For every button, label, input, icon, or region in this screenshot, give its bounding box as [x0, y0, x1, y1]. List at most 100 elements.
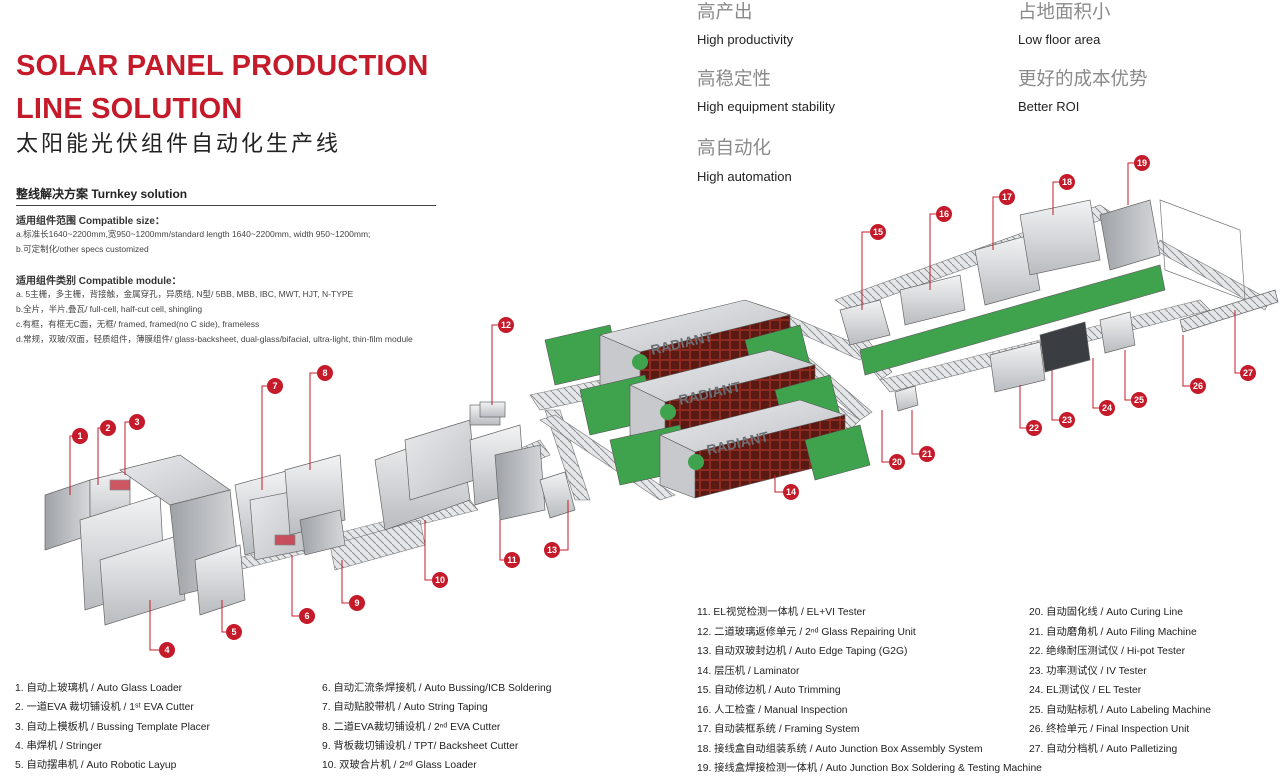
- callout-7: 7: [267, 378, 283, 394]
- radiant-logo-mark-2: [660, 404, 676, 420]
- feature-2-en: Low floor area: [1018, 32, 1101, 47]
- svg-text:17: 17: [1002, 192, 1012, 202]
- legend-item-14: 14. 层压机 / Laminator: [697, 666, 800, 677]
- legend-item-13: 13. 自动双玻封边机 / Auto Edge Taping (G2G): [697, 646, 908, 657]
- legend-item-12: 12. 二道玻璃返修单元 / 2ⁿᵈ Glass Repairing Unit: [697, 627, 916, 638]
- svg-text:27: 27: [1243, 368, 1253, 378]
- callout-20: 20: [889, 454, 905, 470]
- compatible-module-heading: 适用组件类别 Compatible module：: [16, 276, 182, 287]
- compatible-module-c: c.有框，有框无C面，无框/ framed, framed(no C side)…: [16, 319, 260, 329]
- callout-14: 14: [783, 484, 799, 500]
- radiant-logo-mark-1: [632, 354, 648, 370]
- legend-item-11: 11. EL视觉检测一体机 / EL+VI Tester: [697, 607, 866, 618]
- legend-item-26: 26. 终检单元 / Final Inspection Unit: [1029, 724, 1190, 735]
- compatible-size-b: b.可定制化/other specs customized: [16, 244, 149, 254]
- callout-12: 12: [498, 317, 514, 333]
- legend-item-3: 3. 自动上模板机 / Bussing Template Placer: [15, 722, 210, 733]
- callout-22: 22: [1026, 420, 1042, 436]
- svg-text:13: 13: [547, 545, 557, 555]
- legend-item-10: 10. 双玻合片机 / 2ⁿᵈ Glass Loader: [322, 760, 477, 771]
- station-group-6-8: [234, 454, 346, 561]
- svg-text:5: 5: [231, 627, 236, 637]
- legend-item-27: 27. 自动分档机 / Auto Palletizing: [1029, 744, 1178, 755]
- title-chinese: 太阳能光伏组件自动化生产线: [16, 132, 342, 157]
- callout-23: 23: [1059, 412, 1075, 428]
- legend-item-19: 19. 接线盒焊接检测一体机 / Auto Junction Box Solde…: [697, 763, 1042, 774]
- feature-3-zh: 高稳定性: [697, 69, 772, 90]
- callout-27: 27: [1240, 365, 1256, 381]
- callout-13: 13: [544, 542, 560, 558]
- svg-text:24: 24: [1102, 403, 1112, 413]
- callout-1: 1: [72, 428, 88, 444]
- callout-5: 5: [226, 624, 242, 640]
- laminators: [544, 299, 871, 499]
- svg-text:1: 1: [77, 431, 82, 441]
- svg-text:14: 14: [786, 487, 796, 497]
- legend-item-20: 20. 自动固化线 / Auto Curing Line: [1029, 607, 1183, 618]
- feature-4-zh: 更好的成本优势: [1018, 69, 1148, 90]
- legend-item-7: 7. 自动贴胶带机 / Auto String Taping: [322, 702, 488, 713]
- callout-24: 24: [1099, 400, 1115, 416]
- title-line-2: LINE SOLUTION: [16, 93, 243, 125]
- compatible-size-a: a.标准长1640~2200mm,宽950~1200mm/standard le…: [16, 229, 371, 239]
- svg-text:10: 10: [435, 575, 445, 585]
- svg-text:22: 22: [1029, 423, 1039, 433]
- svg-text:9: 9: [354, 598, 359, 608]
- callout-8: 8: [317, 365, 333, 381]
- legend-item-4: 4. 串焊机 / Stringer: [15, 741, 102, 752]
- legend-item-21: 21. 自动磨角机 / Auto Filing Machine: [1029, 627, 1197, 638]
- compatible-module-a: a. 5主栅，多主栅，背接触，金属穿孔，异质结, N型/ 5BB, MBB, I…: [16, 289, 354, 299]
- section-divider: [16, 205, 436, 206]
- callout-26: 26: [1190, 378, 1206, 394]
- legend-item-22: 22. 绝缘耐压测试仪 / Hi-pot Tester: [1029, 646, 1186, 657]
- svg-text:16: 16: [939, 209, 949, 219]
- feature-2-zh: 占地面积小: [1018, 2, 1111, 23]
- legend-item-25: 25. 自动贴标机 / Auto Labeling Machine: [1029, 705, 1212, 716]
- callout-21: 21: [919, 446, 935, 462]
- callout-3: 3: [129, 414, 145, 430]
- feature-3-en: High equipment stability: [697, 99, 836, 114]
- callout-4: 4: [159, 642, 175, 658]
- station-group-9-11: [374, 404, 546, 531]
- svg-text:6: 6: [304, 611, 309, 621]
- station-group-1-5: [44, 454, 246, 626]
- callout-6: 6: [299, 608, 315, 624]
- callout-11: 11: [504, 552, 520, 568]
- svg-text:23: 23: [1062, 415, 1072, 425]
- title-line-1: SOLAR PANEL PRODUCTION: [16, 50, 429, 82]
- svg-text:15: 15: [873, 227, 883, 237]
- callout-25: 25: [1131, 392, 1147, 408]
- svg-text:3: 3: [134, 417, 139, 427]
- svg-text:7: 7: [272, 381, 277, 391]
- legend-item-18: 18. 接线盒自动组装系统 / Auto Junction Box Assemb…: [697, 744, 983, 755]
- svg-text:21: 21: [922, 449, 932, 459]
- svg-text:20: 20: [892, 457, 902, 467]
- legend-item-1: 1. 自动上玻璃机 / Auto Glass Loader: [15, 683, 183, 694]
- callout-9: 9: [349, 595, 365, 611]
- callout-2: 2: [100, 420, 116, 436]
- legend-item-17: 17. 自动装框系统 / Framing System: [697, 724, 860, 735]
- callout-17: 17: [999, 189, 1015, 205]
- callouts: 1 2 3 4 5 6 7 8 9 10 11 12 13 14 15 16 1…: [72, 155, 1256, 658]
- station-group-15-27: [839, 199, 1279, 412]
- legend-item-16: 16. 人工检查 / Manual Inspection: [697, 705, 848, 716]
- legend-item-24: 24. EL测试仪 / EL Tester: [1029, 685, 1142, 696]
- section-heading: 整线解决方案 Turnkey solution: [16, 187, 188, 201]
- legend-item-9: 9. 背板裁切铺设机 / TPT/ Backsheet Cutter: [322, 741, 519, 752]
- legend-item-5: 5. 自动摆串机 / Auto Robotic Layup: [15, 760, 177, 771]
- callout-18: 18: [1059, 174, 1075, 190]
- callout-16: 16: [936, 206, 952, 222]
- callout-19: 19: [1134, 155, 1150, 171]
- radiant-logo-mark-3: [688, 454, 704, 470]
- svg-text:12: 12: [501, 320, 511, 330]
- legend-item-6: 6. 自动汇流条焊接机 / Auto Bussing/ICB Soldering: [322, 683, 552, 694]
- svg-text:8: 8: [322, 368, 327, 378]
- feature-5-zh: 高自动化: [697, 138, 772, 159]
- svg-text:11: 11: [507, 555, 517, 565]
- callout-15: 15: [870, 224, 886, 240]
- feature-1-en: High productivity: [697, 32, 794, 47]
- compatible-size-heading: 适用组件范围 Compatible size：: [16, 216, 165, 227]
- svg-text:4: 4: [164, 645, 169, 655]
- legend-item-2: 2. 一道EVA 裁切铺设机 / 1ˢᵗ EVA Cutter: [15, 702, 194, 713]
